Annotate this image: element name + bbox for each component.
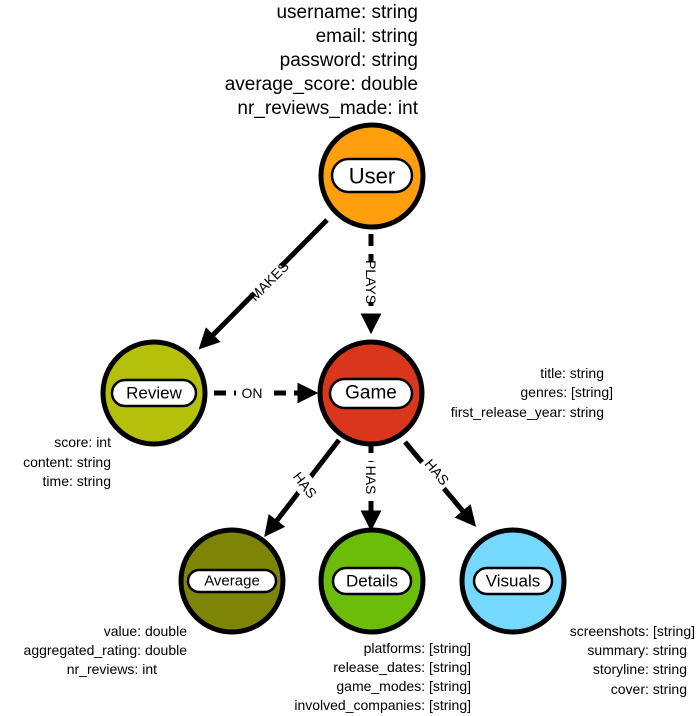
details-property: release_dates: [string] [333,659,471,675]
node-user-pill [330,157,414,194]
visuals-property: storyline: string [593,661,687,677]
node-review-label: Review [126,384,182,403]
edge-has-visuals: HAS [403,440,477,527]
visuals-property: screenshots: [string] [570,623,695,639]
node-details[interactable]: Details [318,527,426,635]
edge-label-on: ON [242,385,263,401]
average-property: value: double [104,623,188,639]
node-average-pill [186,568,278,594]
edge-plays: PLAYS [355,234,387,335]
node-review[interactable]: Review [100,339,208,447]
edge-on: ON [214,382,319,404]
node-user-label: User [349,164,395,189]
node-game[interactable]: Game [317,339,425,447]
node-average-label: Average [204,573,260,590]
edge-makes: MAKES [198,218,329,350]
visuals-properties: screenshots: [string] summary: string st… [570,623,695,697]
review-properties: score: int content: string time: string [23,434,111,489]
game-properties: title: string genres: [string] first_rel… [451,365,613,420]
user-property: nr_reviews_made: int [237,98,418,119]
node-user[interactable]: User [318,122,426,230]
visuals-property: cover: string [611,681,687,697]
details-property: game_modes: [string] [336,678,471,694]
user-property: username: string [276,2,418,23]
edge-label-plays: PLAYS [363,260,379,304]
details-property: involved_companies: [string] [294,697,471,713]
game-property: first_release_year: string [451,404,604,420]
user-property: average_score: double [225,74,418,95]
review-property: content: string [23,454,111,470]
average-property: aggregated_rating: double [24,642,188,658]
edge-label-makes: MAKES [246,258,292,304]
node-review-pill [110,378,198,408]
edge-label-has-details: HAS [363,466,379,495]
review-property: score: int [54,434,111,450]
review-property: time: string [43,473,111,489]
visuals-property: summary: string [587,642,687,658]
details-properties: platforms: [string] release_dates: [stri… [294,640,471,713]
node-visuals-label: Visuals [486,572,541,591]
user-property: email: string [316,26,418,47]
average-property: nr_reviews: int [67,661,157,677]
user-property: password: string [280,50,418,71]
average-properties: value: double aggregated_rating: double … [24,623,188,677]
game-property: title: string [540,365,604,381]
node-details-label: Details [346,572,398,591]
node-game-label: Game [345,383,397,404]
edge-has-average: HAS [264,438,341,537]
node-visuals[interactable]: Visuals [459,527,567,635]
node-visuals-pill [472,566,554,596]
user-properties: username: string email: string password:… [225,2,419,119]
node-average[interactable]: Average [178,527,286,635]
details-property: platforms: [string] [364,640,471,656]
game-property: genres: [string] [520,384,613,400]
node-details-pill [331,566,413,596]
node-game-pill [328,377,414,410]
edge-has-details: HAS [360,441,382,532]
